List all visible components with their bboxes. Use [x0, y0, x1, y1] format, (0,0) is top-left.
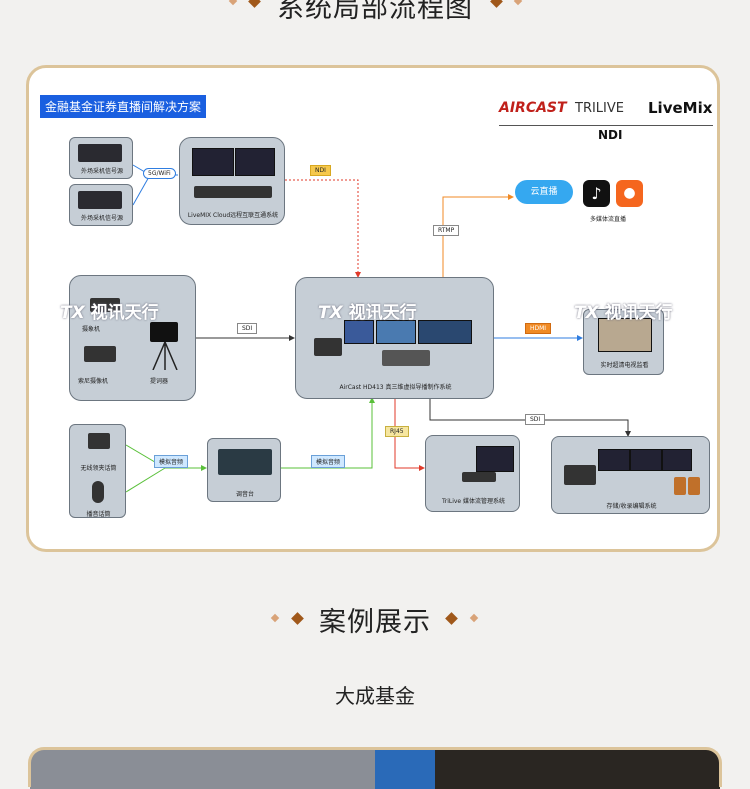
section-title-flow: 系统局部流程图 [0, 0, 750, 25]
mixer-label: 调音台 [235, 491, 254, 498]
mixer-box: 调音台 [207, 438, 281, 502]
watermark-text: 视讯天行 [604, 303, 673, 323]
camera-icon [90, 298, 120, 312]
monitor-icon [662, 449, 692, 471]
outdoor-source-box: 外场采机信号源 [69, 137, 133, 179]
server-icon [564, 465, 596, 485]
multi-platform-label: 多媒体流直播 [590, 216, 627, 223]
flow-title: 系统局部流程图 [277, 0, 473, 24]
link-label-sdi-in: SDI [237, 323, 258, 334]
teleprompter-icon [150, 322, 178, 342]
solution-banner: 金融基金证券直播间解决方案 [40, 95, 207, 118]
photo-screen [375, 749, 435, 789]
outdoor-source-label: 外场采机信号源 [80, 215, 123, 222]
wireless-mic-icon [88, 433, 110, 449]
switcher-panel-icon [382, 350, 430, 366]
monitor-icon [235, 148, 275, 176]
teleprompter-label: 提词器 [150, 378, 169, 385]
monitor-icon [598, 449, 630, 471]
tv-icon [598, 318, 652, 352]
recording-label: 存储/收录编辑系统 [606, 503, 657, 510]
screen-icon [376, 320, 416, 344]
tripod-icon [152, 342, 178, 370]
section-title-cases: 案例展示 [0, 600, 750, 639]
server-icon [194, 186, 272, 198]
camera-box: 摄象机 索尼摄像机 提词器 [69, 275, 196, 401]
brand-watermark: TX 视讯天行 [318, 303, 417, 323]
recording-box: 存储/收录编辑系统 [551, 436, 710, 514]
monitor-label: 实时超清电视监看 [600, 362, 649, 369]
device-stack-icon [78, 191, 122, 209]
tiktok-icon: ♪ [583, 180, 610, 207]
watermark-text: 视讯天行 [348, 303, 417, 323]
case-photo-frame [28, 747, 722, 787]
cloud-system-box: LiveMIX Cloud远程互联互通系统 [179, 137, 285, 225]
case-name: 大成基金 [335, 684, 415, 708]
desk-mic-label: 播音话筒 [86, 511, 111, 518]
mic-box: 无线领夹话筒 播音话筒 [69, 424, 126, 518]
wireless-mic-label: 无线领夹话筒 [80, 465, 117, 472]
monitor-icon [476, 446, 514, 472]
outdoor-source-box: 外场采机信号源 [69, 184, 133, 226]
logo-divider [499, 125, 713, 126]
link-label-analog-2: 模拟音频 [311, 455, 346, 468]
monitor-icon [630, 449, 662, 471]
link-label-hdmi: HDMI [525, 323, 552, 334]
cloud-live-icon: 云直播 [515, 180, 573, 204]
monitor-icon [192, 148, 234, 176]
livemix-logo: LiveMix [648, 99, 713, 117]
watermark-text: 视讯天行 [90, 303, 159, 323]
cloud-live-label: 云直播 [530, 187, 558, 197]
link-label-rtmp: RTMP [433, 225, 460, 236]
trilive-box: TriLive 媒体流管理系统 [425, 435, 520, 512]
outdoor-source-label: 外场采机信号源 [80, 168, 123, 175]
kuaishou-icon: ● [616, 180, 643, 207]
link-label-analog-1: 模拟音频 [154, 455, 189, 468]
brand-watermark: TX 视讯天行 [574, 303, 673, 323]
link-label-ndi: NDI [310, 165, 331, 176]
cases-title: 案例展示 [319, 607, 431, 638]
camcorder-label: 索尼摄像机 [78, 378, 109, 385]
mixer-icon [218, 449, 272, 475]
brand-watermark: TX 视讯天行 [60, 303, 159, 323]
photo-left [30, 749, 375, 789]
server-icon [314, 338, 342, 356]
server-icon [462, 472, 496, 482]
screen-icon [418, 320, 472, 344]
core-system-label: AirCast HD413 真三维虚拟导播制作系统 [339, 384, 452, 391]
core-system-box: AirCast HD413 真三维虚拟导播制作系统 [295, 277, 494, 399]
speaker-icon [688, 477, 700, 495]
trilive-label: TriLive 媒体流管理系统 [441, 498, 506, 505]
device-stack-icon [78, 144, 122, 162]
monitor-box: 实时超清电视监看 [583, 309, 664, 375]
aircast-logo: AIRCAST [499, 100, 567, 116]
camera-label: 摄象机 [82, 326, 101, 333]
camcorder-icon [84, 346, 116, 362]
photo-right [435, 749, 720, 789]
link-label-sdi-out: SDI [525, 414, 546, 425]
cloud-system-label: LiveMIX Cloud远程互联互通系统 [187, 212, 279, 219]
case-photo [30, 749, 720, 789]
ndi-logo: NDI [598, 128, 623, 142]
screen-icon [344, 320, 374, 344]
link-label-rj45: RJ45 [385, 426, 409, 437]
desk-mic-icon [92, 481, 104, 503]
link-label-wifi: 5G/WiFi [143, 168, 176, 179]
speaker-icon [674, 477, 686, 495]
trilive-logo: TRILIVE [575, 101, 624, 116]
